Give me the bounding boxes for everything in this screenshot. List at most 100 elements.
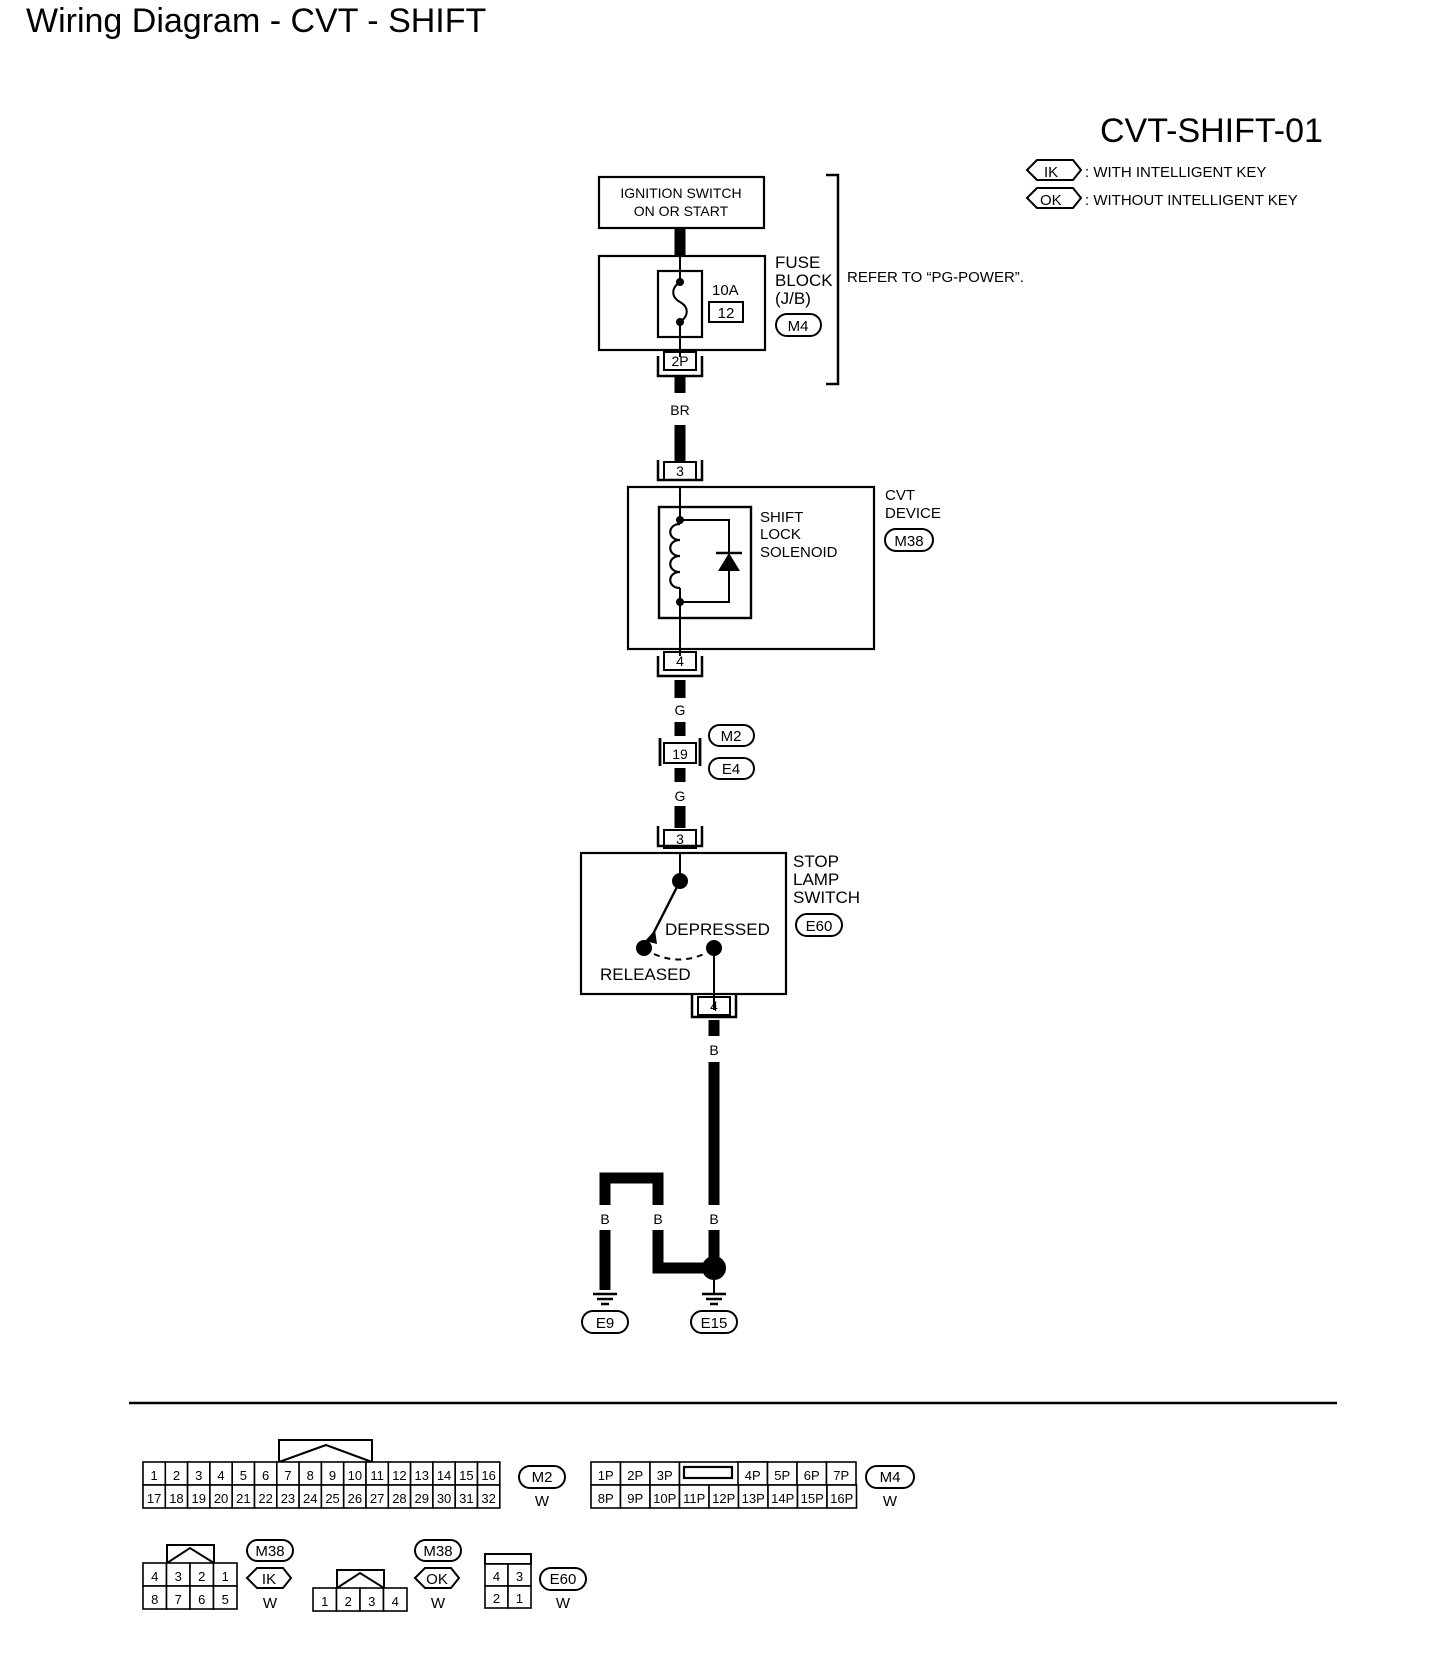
conn-m2-pin: 22 [258, 1491, 272, 1506]
conn-m38ok-label: M38 [423, 1543, 452, 1560]
terminal-cvt-4-label: 4 [676, 653, 684, 669]
fuse-block-connector-tag [775, 313, 822, 337]
conn-m38ik-code: IK [262, 1571, 276, 1588]
conn-m38ok-pin: 2 [345, 1594, 352, 1609]
conn-m38ik-cell [212, 1585, 238, 1610]
conn-m4-pin: 4P [745, 1468, 761, 1483]
ignition-switch-box: IGNITION SWITCH ON OR START [597, 175, 766, 230]
conn-m2-pin: 17 [147, 1491, 161, 1506]
conn-m2-pin: 16 [481, 1468, 495, 1483]
conn-e60-pin: 2 [493, 1591, 500, 1606]
connector-view-m4-tag: M4 W [865, 1465, 915, 1510]
conn-m2-pin: 7 [284, 1468, 291, 1483]
conn-m2-pin: 28 [392, 1491, 406, 1506]
wire-color-b-right: B [709, 1211, 718, 1227]
conn-e60-pin: 4 [493, 1569, 500, 1584]
conn-m2-pin: 18 [169, 1491, 183, 1506]
legend-ok: OK : WITHOUT INTELLIGENT KEY [1025, 187, 1298, 209]
cvt-device-label-2: DEVICE [885, 505, 941, 522]
conn-m2-pin: 15 [459, 1468, 473, 1483]
wire-color-b-mid: B [653, 1211, 662, 1227]
conn-m38ik-pin: 4 [151, 1569, 158, 1584]
joint-conn-bottom-tag [708, 757, 755, 780]
conn-m4-pin: 1P [598, 1468, 614, 1483]
refer-text: REFER TO “PG-POWER”. [847, 269, 1024, 286]
conn-m4-pin: 6P [804, 1468, 820, 1483]
released-label: RELEASED [600, 965, 691, 984]
terminal-2p: 2P [656, 351, 704, 378]
conn-m2-pin: 3 [195, 1468, 202, 1483]
wire-color-b-left: B [600, 1211, 609, 1227]
depressed-label: DEPRESSED [665, 920, 770, 939]
ignition-line1: IGNITION SWITCH [620, 185, 741, 201]
conn-m2-pin: 21 [236, 1491, 250, 1506]
cvt-device-connector-tag [884, 528, 934, 552]
ground-e9-label: E9 [596, 1315, 614, 1332]
conn-m2-pin: 2 [173, 1468, 180, 1483]
fuse-block-connector: M4 [788, 318, 809, 335]
legend-ik: IK : WITH INTELLIGENT KEY [1025, 159, 1266, 181]
conn-m4-pin: 9P [627, 1491, 643, 1506]
conn-m38ik-pin: 7 [175, 1592, 182, 1607]
terminal-cvt-4: 4 [656, 651, 704, 678]
conn-m2-cell [476, 1484, 501, 1509]
stop-lamp-label-3: SWITCH [793, 888, 860, 907]
conn-m4-pin: 16P [830, 1491, 853, 1506]
terminal-stop-4: 4 [690, 995, 738, 1019]
stop-lamp-label-2: LAMP [793, 870, 839, 889]
conn-m4-pin: 10P [653, 1491, 676, 1506]
cvt-device: SHIFT LOCK SOLENOID CVT DEVICE M38 [626, 485, 941, 656]
conn-m2-pin: 26 [348, 1491, 362, 1506]
conn-m2-pin: 4 [217, 1468, 224, 1483]
conn-m4-color: W [883, 1493, 898, 1510]
wire-color-g2: G [675, 788, 686, 804]
ground-e15-label: E15 [701, 1315, 728, 1332]
cvt-device-label-1: CVT [885, 487, 915, 504]
conn-m38ik-pin: 6 [198, 1592, 205, 1607]
conn-m2-pin: 9 [329, 1468, 336, 1483]
conn-m38ok-color: W [431, 1595, 446, 1612]
conn-m38ok-pin: 1 [321, 1594, 328, 1609]
conn-m2-pin: 23 [281, 1491, 295, 1506]
conn-m38ok-pin: 3 [368, 1594, 375, 1609]
conn-m2-pin: 8 [307, 1468, 314, 1483]
ground-e15: E15 [690, 1292, 738, 1334]
connector-view-m38-ik-tag: M38 IK W [245, 1539, 294, 1612]
terminal-cvt-3: 3 [656, 460, 704, 482]
conn-m4-pin: 2P [627, 1468, 643, 1483]
cvt-device-connector: M38 [894, 533, 923, 550]
wire-color-b1: B [709, 1042, 718, 1058]
refer-bracket: REFER TO “PG-POWER”. [826, 173, 1024, 386]
conn-m4-pin: 12P [712, 1491, 735, 1506]
conn-m38ik-label: M38 [255, 1543, 284, 1560]
connector-view-e60-tag: E60 W [539, 1567, 587, 1612]
conn-m38ok-code: OK [426, 1571, 448, 1588]
conn-m4-pin: 15P [801, 1491, 824, 1506]
solenoid-label-3: SOLENOID [760, 544, 838, 561]
conn-m2-pin: 27 [370, 1491, 384, 1506]
legend-ik-code: IK [1044, 164, 1058, 181]
fuse-block-label-1: FUSE [775, 253, 820, 272]
ground-e9: E9 [581, 1292, 629, 1334]
fuse-block-label-3: (J/B) [775, 289, 811, 308]
conn-m4-pin: 5P [774, 1468, 790, 1483]
stop-lamp-connector-tag [795, 913, 843, 937]
terminal-2p-label: 2P [671, 353, 688, 369]
conn-m38ik-color: W [263, 1595, 278, 1612]
fuse-number: 12 [718, 305, 735, 322]
conn-m2-pin: 31 [459, 1491, 473, 1506]
conn-m38ik-pin: 3 [175, 1569, 182, 1584]
fuse-amps: 10A [712, 282, 739, 299]
page-title: Wiring Diagram - CVT - SHIFT [26, 2, 487, 40]
conn-m38ik-pin: 8 [151, 1592, 158, 1607]
solenoid-label-2: LOCK [760, 526, 801, 543]
conn-m4-pin: 13P [742, 1491, 765, 1506]
joint-conn-bottom: E4 [722, 761, 740, 778]
joint-conn-top: M2 [721, 728, 742, 745]
joint-conn-top-tag [708, 724, 755, 747]
conn-m2-pin: 6 [262, 1468, 269, 1483]
